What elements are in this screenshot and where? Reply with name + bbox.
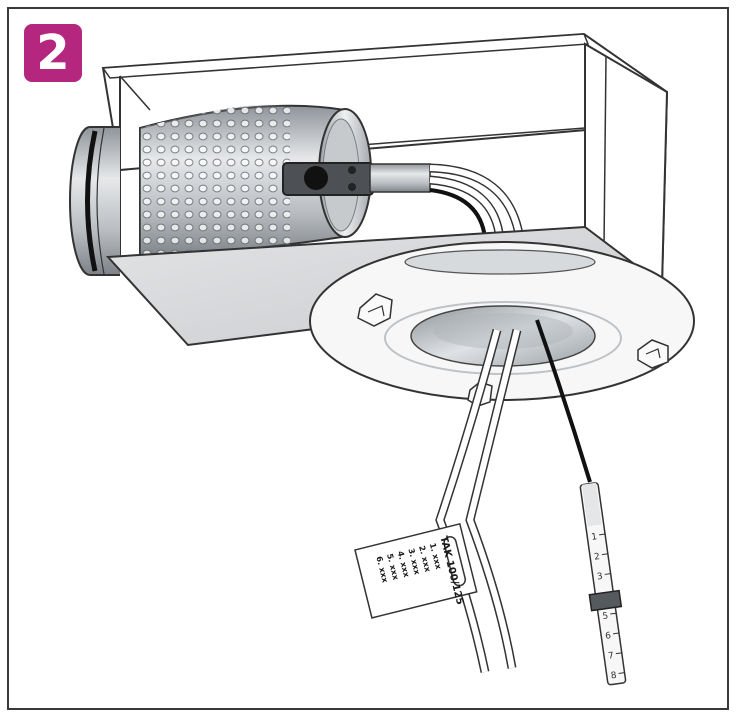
measuring-probe: 12345678: [579, 482, 627, 686]
probe-tick: [612, 632, 620, 635]
mounting-clip-left: [357, 293, 393, 327]
probe-tick: [615, 652, 622, 655]
duct-spigot: [69, 126, 120, 276]
probe-tick-label: 5: [602, 611, 609, 622]
probe-tick-label: 6: [605, 631, 612, 642]
probe-tick: [601, 553, 608, 556]
probe-tick-label: 7: [607, 651, 614, 662]
probe-tick-label: 1: [591, 532, 598, 543]
damper-cylinder: [139, 104, 372, 260]
hose-tag-label: TAK 100/125 1. xxx 2. xxx 3. xxx 4. xxx …: [354, 522, 478, 619]
probe-tick: [618, 672, 625, 674]
probe-tick: [604, 573, 611, 575]
mounting-clip-right: [637, 339, 669, 369]
probe-tick: [610, 612, 617, 615]
probe-tick-label: 2: [594, 552, 601, 563]
step-number-badge: 2: [24, 24, 82, 82]
pressure-hoses: [429, 163, 525, 241]
ceiling-ring: [309, 241, 695, 401]
probe-tick: [599, 533, 606, 536]
probe-tick-label: 8: [610, 671, 617, 682]
plenum-box: [101, 32, 669, 287]
hanging-hoses: [435, 319, 592, 673]
measurement-nipple: [282, 162, 431, 196]
probe-tick-label: 3: [596, 572, 603, 583]
